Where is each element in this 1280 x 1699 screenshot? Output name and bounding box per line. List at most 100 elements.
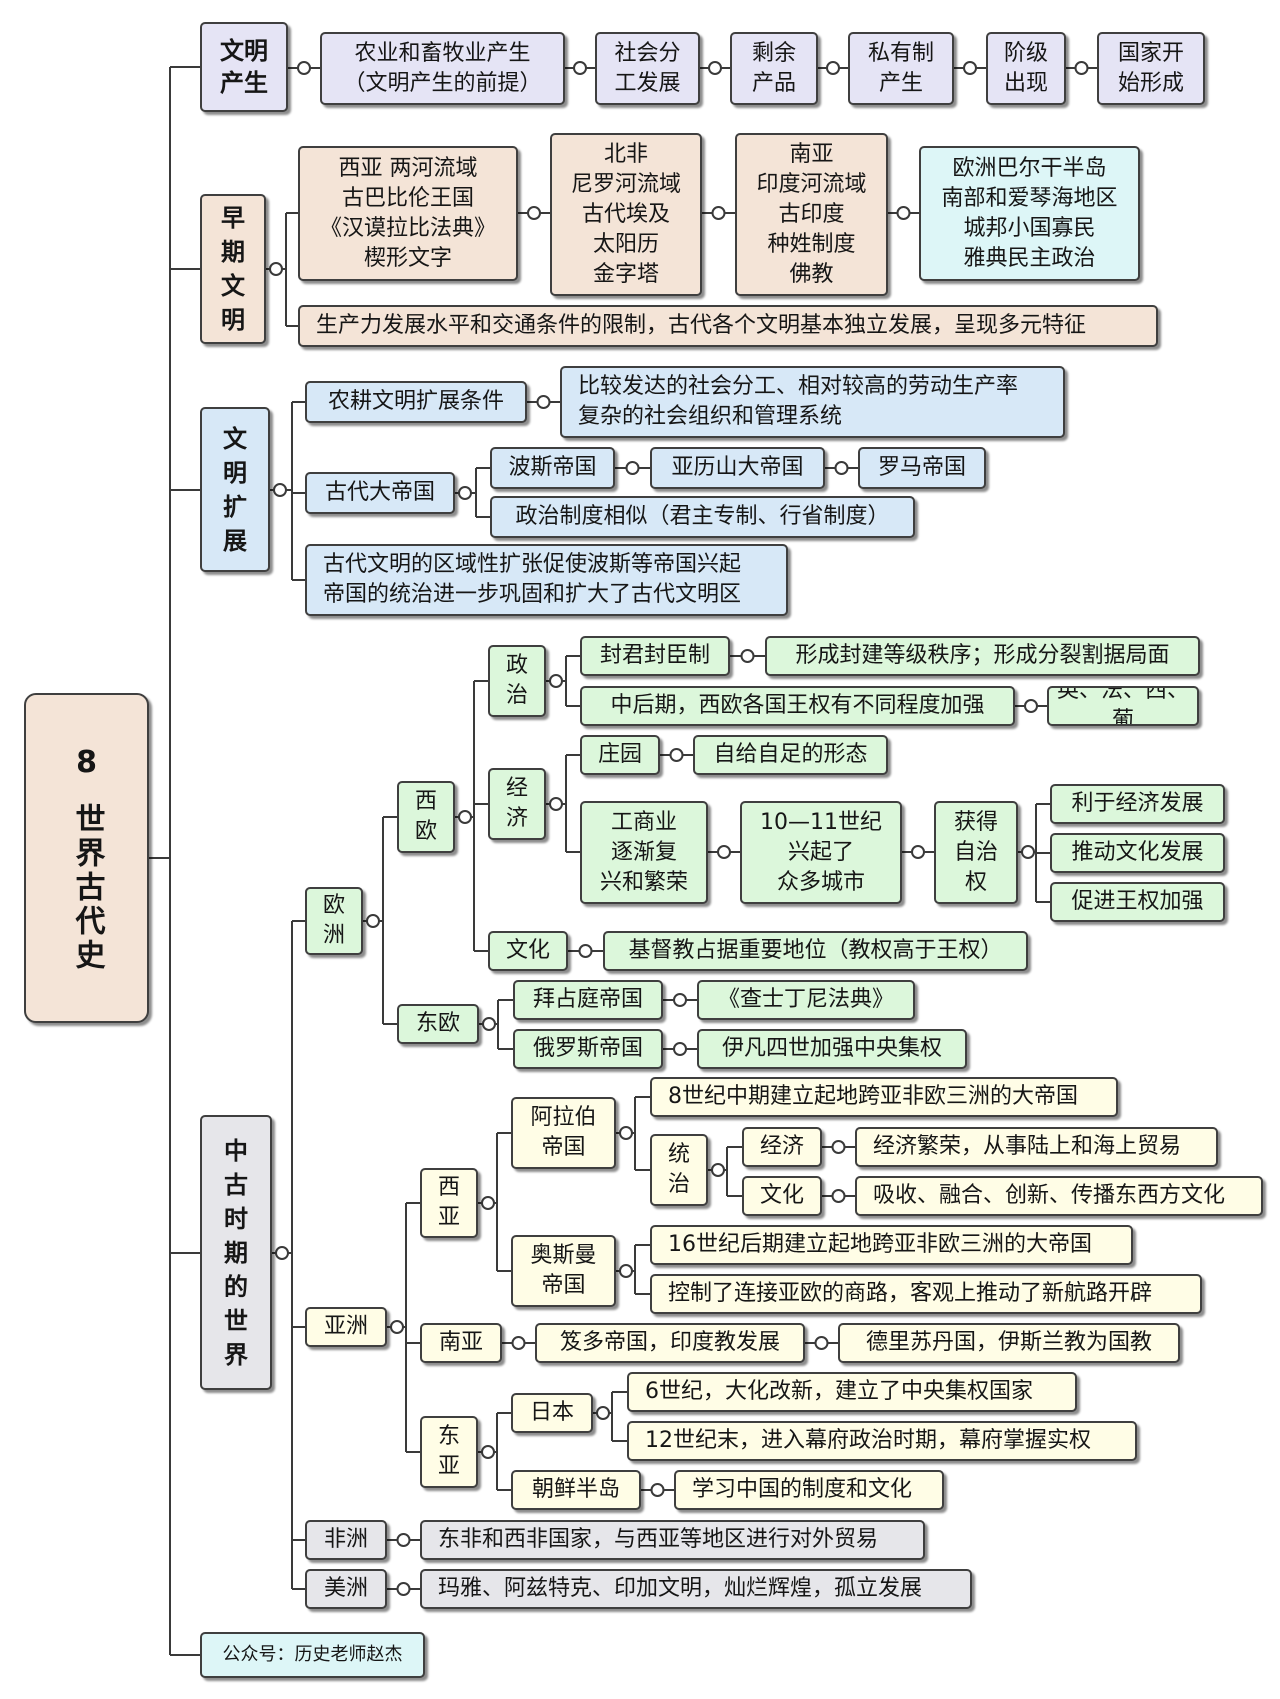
rule-culture: 文化 — [742, 1176, 822, 1216]
connector-node — [625, 461, 640, 475]
europe: 欧 洲 — [305, 887, 363, 955]
rule-economy-detail: 经济繁荣，从事陆上和海上贸易 — [855, 1127, 1218, 1167]
sec3-farm-detail: 比较发达的社会分工、相对较高的劳动生产率 复杂的社会组织和管理系统 — [560, 366, 1065, 438]
connector-node — [273, 483, 287, 497]
connector-node — [826, 61, 840, 75]
arab-detail: 8世纪中期建立起地跨亚非欧三洲的大帝国 — [650, 1077, 1118, 1117]
connector-node — [619, 1126, 633, 1140]
connector-node — [458, 486, 472, 500]
sec1-item-2: 社会分 工发展 — [595, 32, 700, 105]
connector-node — [911, 845, 925, 859]
connector-node — [527, 206, 541, 220]
africa: 非洲 — [305, 1520, 387, 1560]
sec3-farm-label: 农耕文明扩展条件 — [305, 381, 527, 423]
sec2-region-west-asia: 西亚 两河流域 古巴比伦王国 《汉谟拉比法典》 楔形文字 — [298, 146, 518, 281]
east-europe: 东欧 — [397, 1004, 479, 1044]
sec1-item-6: 国家开 始形成 — [1097, 32, 1205, 105]
connector-node — [549, 674, 563, 688]
connector-node — [963, 61, 977, 75]
connector-node — [831, 1189, 846, 1203]
connector-node — [711, 1163, 725, 1177]
rule-culture-detail: 吸收、融合、创新、传播东西方文化 — [855, 1176, 1263, 1216]
gupta: 笈多帝国，印度教发展 — [535, 1323, 805, 1363]
kingship: 中后期，西欧各国王权有不同程度加强 — [580, 686, 1015, 726]
america: 美洲 — [305, 1569, 387, 1609]
connector-node — [814, 1336, 829, 1350]
sec2-region-south-asia: 南亚 印度河流域 古印度 种姓制度 佛教 — [735, 133, 888, 296]
south-asia: 南亚 — [420, 1323, 502, 1363]
feudal-system: 封君封臣制 — [580, 636, 730, 676]
connector-node — [740, 649, 755, 663]
russia-detail: 伊凡四世加强中央集权 — [697, 1029, 967, 1069]
sec2-label: 早 期 文 明 — [200, 194, 266, 344]
rule-economy: 经济 — [742, 1127, 822, 1167]
connector-node — [482, 1017, 496, 1031]
connector-node — [596, 1406, 610, 1420]
connector-node — [578, 944, 593, 958]
sec3-empire-persia: 波斯帝国 — [490, 447, 615, 489]
sec3-conclusion: 古代文明的区域性扩张促使波斯等帝国兴起 帝国的统治进一步巩固和扩大了古代文明区 — [305, 544, 788, 616]
connector-node — [673, 993, 687, 1007]
connector-node — [511, 1336, 526, 1350]
connector-node — [458, 810, 472, 824]
sec3-empire-rome: 罗马帝国 — [858, 447, 986, 489]
connector-node — [1021, 845, 1035, 859]
sec1-label: 文明 产生 — [200, 22, 288, 112]
sec3-empire-label: 古代大帝国 — [305, 472, 455, 514]
connector-node — [396, 1582, 411, 1596]
kingship-countries: 英、法、西、葡 — [1047, 686, 1199, 726]
connector-node — [481, 1196, 495, 1210]
connector-node — [481, 1445, 495, 1459]
korea-detail: 学习中国的制度和文化 — [674, 1470, 944, 1510]
connector-node — [673, 1042, 687, 1056]
sec3-empire-detail: 政治制度相似（君主专制、行省制度） — [490, 496, 915, 538]
byzantine-detail: 《查士丁尼法典》 — [697, 980, 915, 1020]
connector-node — [650, 1483, 665, 1497]
politics: 政 治 — [488, 645, 546, 717]
japan-detail-2: 12世纪末，进入幕府政治时期，幕府掌握实权 — [627, 1421, 1137, 1461]
center-title: 世界古代史 — [69, 803, 105, 973]
footer-credit: 公众号：历史老师赵杰 — [200, 1632, 425, 1678]
effect-kingship: 促进王权加强 — [1050, 882, 1225, 922]
sec1-item-1: 农业和畜牧业产生 （文明产生的前提） — [320, 32, 565, 105]
connector-node — [396, 1533, 411, 1547]
sec4-label: 中 古 时 期 的 世 界 — [200, 1115, 272, 1390]
connector-node — [1024, 699, 1038, 713]
sec3-label: 文 明 扩 展 — [200, 407, 270, 572]
connector-node — [708, 61, 722, 75]
ottoman-detail-1: 16世纪后期建立起地跨亚非欧三洲的大帝国 — [650, 1225, 1133, 1265]
russia: 俄罗斯帝国 — [513, 1029, 663, 1069]
japan: 日本 — [511, 1393, 593, 1433]
connector-node — [831, 1140, 846, 1154]
culture: 文化 — [488, 931, 568, 971]
connector-node — [297, 61, 311, 75]
ottoman-empire: 奥斯曼 帝国 — [511, 1235, 616, 1307]
center-topic: 8 世界古代史 — [24, 693, 149, 1023]
connector-node — [711, 206, 726, 220]
connector-node — [619, 1264, 633, 1278]
connector-node — [275, 1246, 289, 1260]
connector-node — [834, 461, 849, 475]
rule: 统 治 — [650, 1134, 708, 1206]
autonomy: 获得 自治 权 — [934, 801, 1018, 904]
connector-node — [366, 914, 380, 928]
manor: 庄园 — [580, 735, 660, 775]
culture-detail: 基督教占据重要地位（教权高于王权） — [603, 931, 1028, 971]
cities: 10—11世纪 兴起了 众多城市 — [740, 801, 902, 904]
ottoman-detail-2: 控制了连接亚欧的商路，客观上推动了新航路开辟 — [650, 1274, 1202, 1314]
korea: 朝鲜半岛 — [511, 1470, 641, 1510]
sec2-summary: 生产力发展水平和交通条件的限制，古代各个文明基本独立发展，呈现多元特征 — [298, 305, 1158, 347]
connector-node — [717, 845, 731, 859]
sec1-item-5: 阶级 出现 — [986, 32, 1066, 105]
delhi: 德里苏丹国，伊斯兰教为国教 — [838, 1323, 1180, 1363]
manor-detail: 自给自足的形态 — [693, 735, 888, 775]
feudal-result: 形成封建等级秩序；形成分裂割据局面 — [765, 636, 1200, 676]
sec2-region-europe: 欧洲巴尔干半岛 南部和爱琴海地区 城邦小国寡民 雅典民主政治 — [919, 146, 1140, 281]
connector-node — [1074, 61, 1089, 75]
commerce: 工商业 逐渐复 兴和繁荣 — [580, 801, 708, 904]
effect-economy: 利于经济发展 — [1050, 784, 1225, 824]
africa-detail: 东非和西非国家，与西亚等地区进行对外贸易 — [420, 1520, 925, 1560]
connector-node — [536, 395, 551, 409]
sec2-region-north-africa: 北非 尼罗河流域 古代埃及 太阳历 金字塔 — [550, 133, 702, 296]
